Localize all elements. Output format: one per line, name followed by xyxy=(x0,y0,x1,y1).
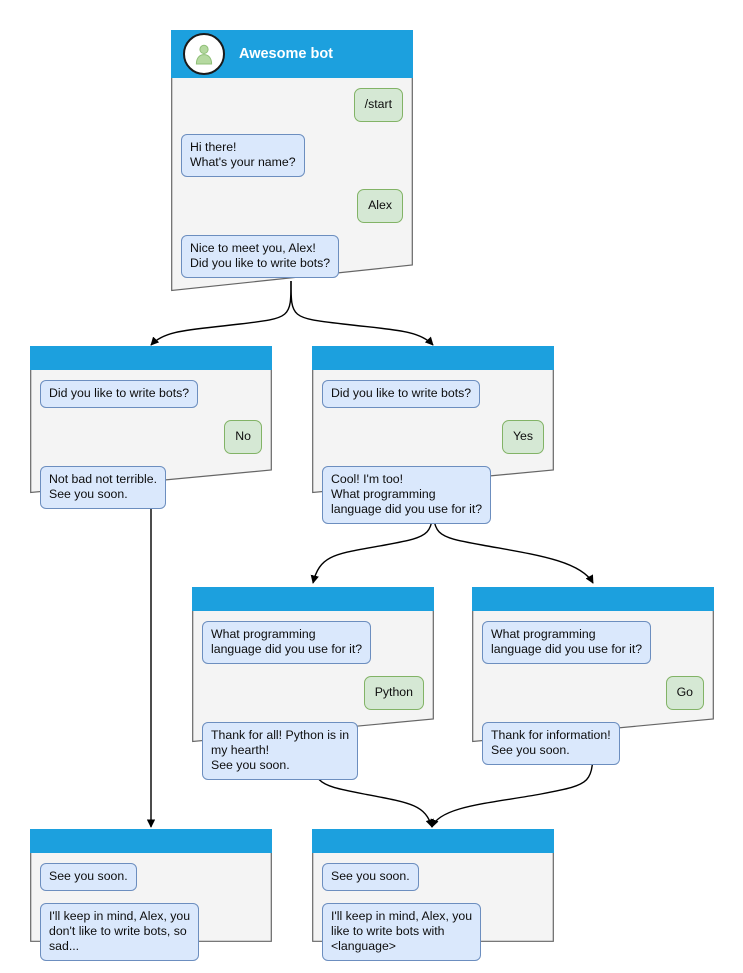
message-row: What programming language did you use fo… xyxy=(482,621,704,664)
bot-message-bubble[interactable]: I'll keep in mind, Alex, you don't like … xyxy=(40,903,200,961)
bot-message-bubble[interactable]: Thank for information! See you soon. xyxy=(482,722,620,765)
message-row: I'll keep in mind, Alex, you don't like … xyxy=(40,903,262,961)
chat-window-title-bar xyxy=(472,587,714,611)
chat-window-title-bar: Awesome bot xyxy=(171,30,413,78)
message-list: See you soon. I'll keep in mind, Alex, y… xyxy=(312,853,554,973)
bot-message-bubble[interactable]: Hi there! What's your name? xyxy=(181,134,305,177)
message-row: Python xyxy=(202,676,424,710)
message-list: Did you like to write bots? Yes Cool! I'… xyxy=(312,370,554,536)
user-message-bubble[interactable]: Python xyxy=(363,676,424,710)
message-row: Thank for information! See you soon. xyxy=(482,722,704,765)
user-message-bubble[interactable]: /start xyxy=(353,88,403,122)
bot-message-bubble[interactable]: See you soon. xyxy=(322,863,419,891)
chat-window-title-bar xyxy=(312,829,554,853)
chat-card-language-go[interactable]: What programming language did you use fo… xyxy=(472,587,714,765)
chat-card-answer-no[interactable]: Did you like to write bots? No Not bad n… xyxy=(30,346,272,509)
message-list: What programming language did you use fo… xyxy=(472,611,714,777)
user-message-bubble[interactable]: No xyxy=(224,420,262,454)
message-list: See you soon. I'll keep in mind, Alex, y… xyxy=(30,853,272,973)
chat-window-title-bar xyxy=(312,346,554,370)
bot-message-bubble[interactable]: What programming language did you use fo… xyxy=(202,621,372,664)
message-list: What programming language did you use fo… xyxy=(192,611,434,792)
chat-card-start[interactable]: Awesome bot /start Hi there! What's your… xyxy=(171,30,413,292)
bot-message-bubble[interactable]: Did you like to write bots? xyxy=(40,380,199,408)
message-row: Go xyxy=(482,676,704,710)
chat-card-answer-yes[interactable]: Did you like to write bots? Yes Cool! I'… xyxy=(312,346,554,524)
chat-window-title-bar xyxy=(30,346,272,370)
user-message-bubble[interactable]: Alex xyxy=(357,189,403,223)
message-row: /start xyxy=(181,88,403,122)
message-row: Alex xyxy=(181,189,403,223)
chat-window-title-bar xyxy=(30,829,272,853)
message-row: Yes xyxy=(322,420,544,454)
message-row: No xyxy=(40,420,262,454)
message-row: Did you like to write bots? xyxy=(40,380,262,408)
message-row: Not bad not terrible. See you soon. xyxy=(40,466,262,509)
message-row: See you soon. xyxy=(40,863,262,891)
person-avatar-icon xyxy=(183,33,225,75)
bot-message-bubble[interactable]: Did you like to write bots? xyxy=(322,380,481,408)
message-list: Did you like to write bots? No Not bad n… xyxy=(30,370,272,521)
bot-message-bubble[interactable]: Thank for all! Python is in my hearth! S… xyxy=(202,722,359,780)
message-row: Nice to meet you, Alex! Did you like to … xyxy=(181,235,403,278)
chat-window-title-bar xyxy=(192,587,434,611)
bot-message-bubble[interactable]: Nice to meet you, Alex! Did you like to … xyxy=(181,235,340,278)
bot-message-bubble[interactable]: What programming language did you use fo… xyxy=(482,621,652,664)
user-message-bubble[interactable]: Go xyxy=(665,676,704,710)
user-message-bubble[interactable]: Yes xyxy=(501,420,544,454)
message-row: Did you like to write bots? xyxy=(322,380,544,408)
bot-message-bubble[interactable]: Cool! I'm too! What programming language… xyxy=(322,466,492,524)
message-row: Cool! I'm too! What programming language… xyxy=(322,466,544,524)
message-list: /start Hi there! What's your name? Alex … xyxy=(171,78,413,290)
bot-message-bubble[interactable]: I'll keep in mind, Alex, you like to wri… xyxy=(322,903,482,961)
message-row: Hi there! What's your name? xyxy=(181,134,403,177)
message-row: Thank for all! Python is in my hearth! S… xyxy=(202,722,424,780)
bot-name-label: Awesome bot xyxy=(239,46,334,62)
chat-card-end-sad[interactable]: See you soon. I'll keep in mind, Alex, y… xyxy=(30,829,272,961)
chat-card-end-happy[interactable]: See you soon. I'll keep in mind, Alex, y… xyxy=(312,829,554,961)
bot-message-bubble[interactable]: See you soon. xyxy=(40,863,137,891)
chat-card-language-python[interactable]: What programming language did you use fo… xyxy=(192,587,434,780)
message-row: I'll keep in mind, Alex, you like to wri… xyxy=(322,903,544,961)
message-row: See you soon. xyxy=(322,863,544,891)
message-row: What programming language did you use fo… xyxy=(202,621,424,664)
bot-message-bubble[interactable]: Not bad not terrible. See you soon. xyxy=(40,466,167,509)
